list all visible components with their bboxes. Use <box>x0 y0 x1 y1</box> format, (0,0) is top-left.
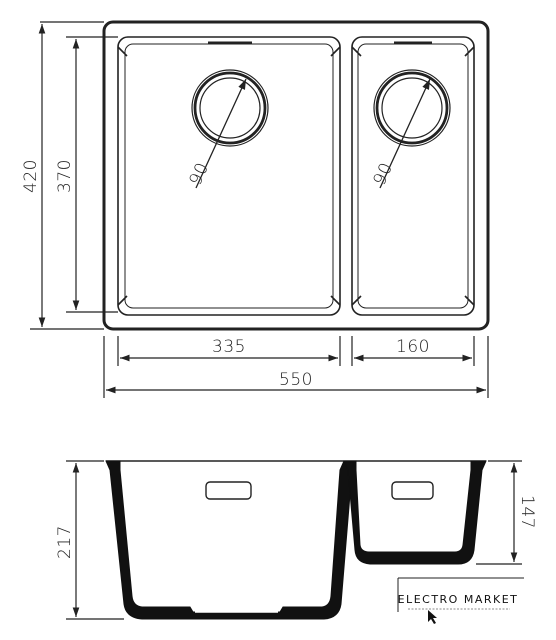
top-view <box>30 20 490 398</box>
small-bowl-drain <box>373 69 451 147</box>
big-drain-dimension-line <box>195 78 247 189</box>
label-217: 217 <box>55 525 75 559</box>
height-dimension-217 <box>66 460 124 620</box>
label-small-drain-90: 90 <box>370 160 397 189</box>
label-550: 550 <box>279 370 313 390</box>
small-drain-dimension-line-2 <box>385 131 397 141</box>
sink-outer-rim <box>102 20 490 331</box>
logo-name: ELECTRO MARKET <box>398 593 519 606</box>
height-dimension-147 <box>476 460 522 565</box>
width-dimension-550 <box>103 336 489 398</box>
big-bowl-section <box>105 460 357 620</box>
label-big-drain-90: 90 <box>186 160 213 189</box>
label-370: 370 <box>55 159 75 193</box>
big-drain-dimension-line-2 <box>203 131 215 141</box>
small-bowl <box>351 36 475 316</box>
small-bowl-section <box>343 460 487 565</box>
electro-market-logo: ELECTRO MARKET <box>397 577 524 632</box>
big-bowl-overflow-hole <box>205 481 252 500</box>
cursor-icon <box>428 610 437 624</box>
depth-dimension-370 <box>66 36 118 313</box>
side-view <box>66 460 522 620</box>
small-drain-dimension-line <box>379 78 431 189</box>
label-147: 147 <box>517 495 537 529</box>
label-420: 420 <box>21 159 41 193</box>
depth-dimension-420 <box>30 21 104 330</box>
small-bowl-overflow-hole <box>391 481 434 500</box>
big-bowl <box>117 36 341 316</box>
label-160: 160 <box>396 337 430 357</box>
width-dimension-335 <box>117 336 341 366</box>
width-dimension-160 <box>351 336 475 366</box>
label-335: 335 <box>212 337 246 357</box>
big-bowl-drain <box>191 69 269 147</box>
